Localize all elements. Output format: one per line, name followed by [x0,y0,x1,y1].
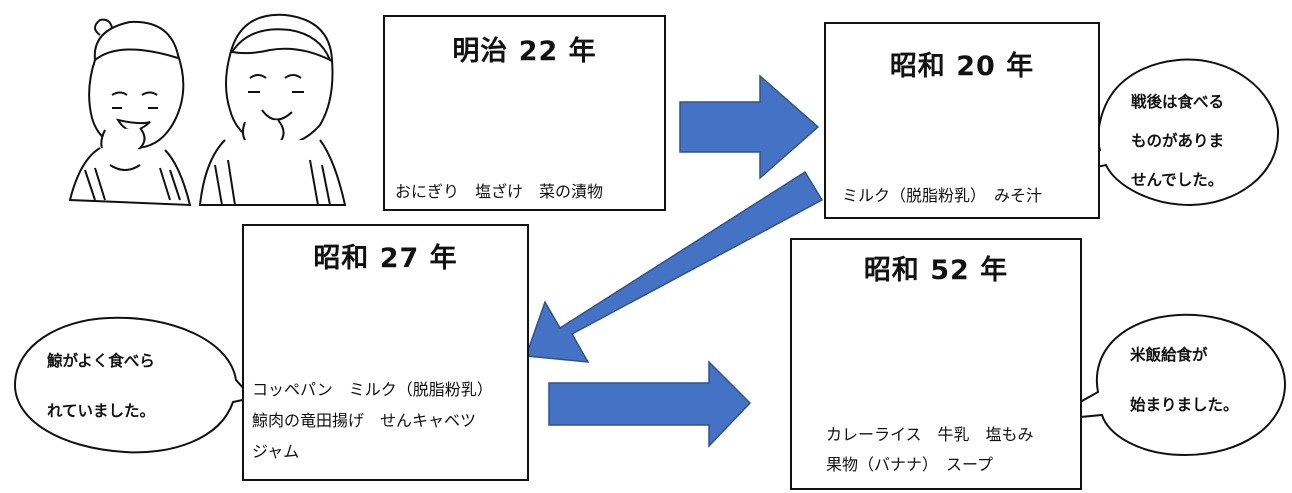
caption-line: 果物（バナナ） スープ [826,455,994,474]
arrow-down-left [524,170,824,363]
children-illustration [68,13,347,207]
bubble-line: 始まりました。 [1130,396,1239,414]
caption-line: ミルク（脱脂粉乳） みそ汁 [842,186,1043,205]
panel-meiji-22: 明治 22 年 おにぎり 塩ざけ 菜の漬物 [383,15,666,211]
panel-showa-20: 昭和 20 年 ミルク（脱脂粉乳） みそ汁 [824,22,1100,219]
bubble-line: せんでした。 [1131,171,1224,189]
panel-title: 昭和 27 年 [313,243,458,274]
bubble-line: 鯨がよく食べら [47,352,155,370]
arrow-right-1 [679,74,820,180]
caption-line: コッペパン ミルク（脱脂粉乳） [252,380,493,399]
panel-showa-52: 昭和 52 年 カレーライス 牛乳 塩もみ 果物（バナナ） スープ [790,238,1082,490]
panel-caption: コッペパン ミルク（脱脂粉乳） 鯨肉の竜田揚げ せんキャベツ ジャム [252,374,493,467]
bubble-line: 戦後は食べる [1131,93,1225,111]
panel-caption: ミルク（脱脂粉乳） みそ汁 [842,182,1042,209]
bubble-whale-text: 鯨がよく食べら れていました。 [47,336,155,436]
bubble-line: 米飯給食が [1130,346,1208,364]
bubble-rice [1047,313,1287,457]
caption-line: おにぎり 塩ざけ 菜の漬物 [395,182,604,201]
arrow-right-2 [548,360,752,448]
caption-line: 鯨肉の竜田揚げ せんキャベツ [252,411,477,430]
girl-figure [68,18,192,207]
bubble-line: ものがありま [1131,132,1225,150]
panel-title: 昭和 20 年 [889,51,1035,82]
caption-line: ジャム [252,442,300,461]
bubble-whale [13,316,254,454]
panel-caption: おにぎり 塩ざけ 菜の漬物 [395,178,603,205]
boy-figure [198,13,347,206]
bubble-line: れていました。 [47,402,156,420]
bubble-postwar [1054,58,1280,207]
panel-title: 昭和 52 年 [863,255,1009,286]
panel-caption: カレーライス 牛乳 塩もみ 果物（バナナ） スープ [826,420,1034,480]
caption-line: カレーライス 牛乳 塩もみ [826,425,1034,444]
bubble-postwar-text: 戦後は食べる ものがありま せんでした。 [1131,83,1224,200]
panel-showa-27: 昭和 27 年 コッペパン ミルク（脱脂粉乳） 鯨肉の竜田揚げ せんキャベツ ジ… [242,224,529,481]
panel-title: 明治 22 年 [452,36,597,67]
bubble-rice-text: 米飯給食が 始まりました。 [1130,330,1239,430]
